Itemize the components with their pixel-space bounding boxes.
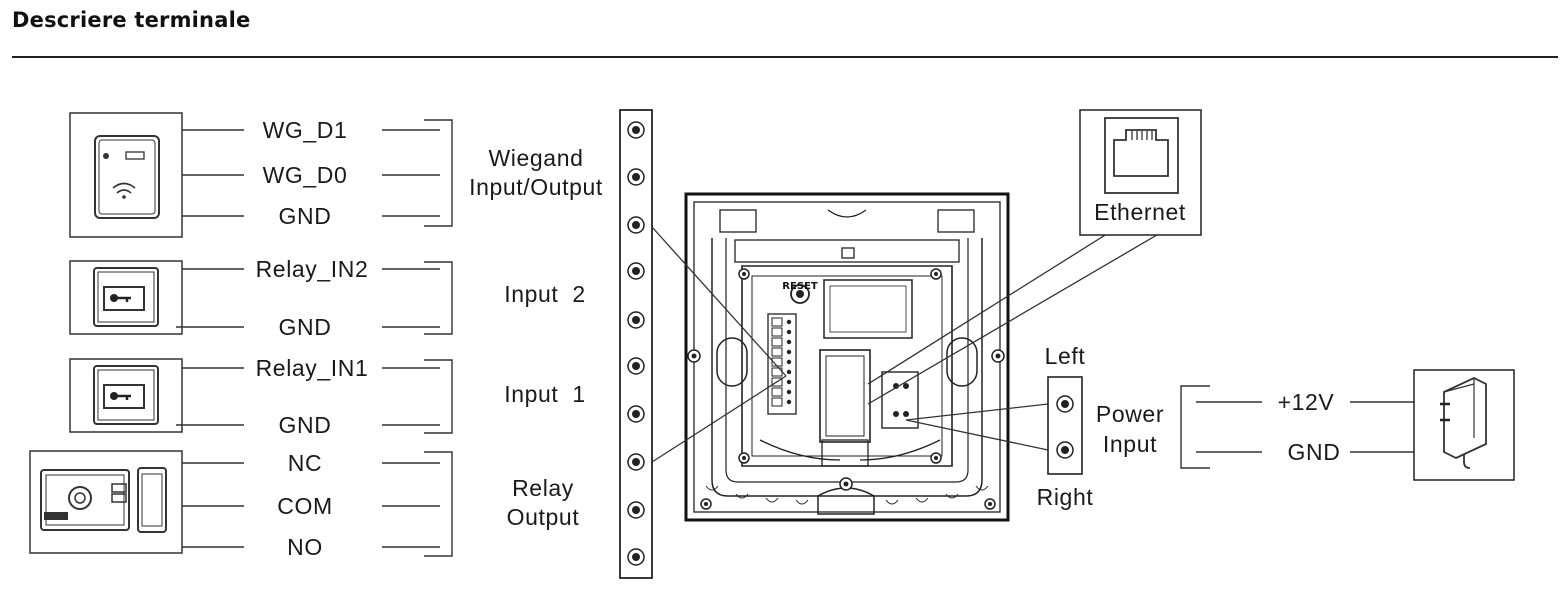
wiegand-group-label: Wiegand	[489, 145, 584, 171]
terminal-strip	[619, 109, 653, 579]
wiegand-gnd-label: GND	[279, 203, 332, 229]
rj45-icon	[1104, 117, 1179, 194]
power-gnd-label: GND	[1288, 439, 1341, 465]
title-divider	[12, 56, 1558, 58]
power-input-label: Power	[1096, 401, 1164, 427]
electric-lock-icon	[29, 450, 183, 554]
nc-label: NC	[288, 450, 322, 476]
right-terminal-label: Right	[1037, 484, 1094, 510]
wiegand-group-label-line2: Input/Output	[469, 174, 603, 200]
ethernet-label: Ethernet	[1094, 199, 1186, 225]
input2-group-label: Input 2	[504, 281, 586, 307]
input2-gnd-label: GND	[279, 314, 332, 340]
relay-group-label: Relay	[512, 475, 574, 501]
plus-12v-label: +12V	[1278, 389, 1335, 415]
relay-in1-label: Relay_IN1	[256, 355, 369, 381]
device-back-panel: RESET	[684, 192, 1010, 522]
power-terminal-block	[1047, 376, 1083, 475]
ethernet-port-box: Ethernet	[1079, 109, 1202, 236]
com-label: COM	[277, 493, 332, 519]
page-title: Descriere terminale	[12, 8, 251, 32]
card-reader-icon	[69, 112, 183, 238]
wg-d1-label: WG_D1	[263, 117, 348, 143]
panel-screws	[687, 268, 1005, 510]
power-input-label-line2: Input	[1103, 431, 1157, 457]
relay-group-label-line2: Output	[507, 504, 580, 530]
wg-d0-label: WG_D0	[263, 162, 348, 188]
input1-gnd-label: GND	[279, 412, 332, 438]
power-adapter-icon	[1413, 369, 1515, 481]
input1-group-label: Input 1	[504, 381, 586, 407]
leader-lines	[651, 226, 1163, 463]
key-button-icon	[69, 358, 183, 433]
key-button-icon	[69, 260, 183, 335]
left-terminal-label: Left	[1045, 343, 1086, 369]
power-wires	[1180, 385, 1414, 469]
no-label: NO	[287, 534, 323, 560]
terminal-screws	[627, 121, 645, 566]
left-wires	[176, 119, 453, 557]
reset-label: RESET	[782, 281, 818, 292]
relay-in2-label: Relay_IN2	[256, 256, 369, 282]
